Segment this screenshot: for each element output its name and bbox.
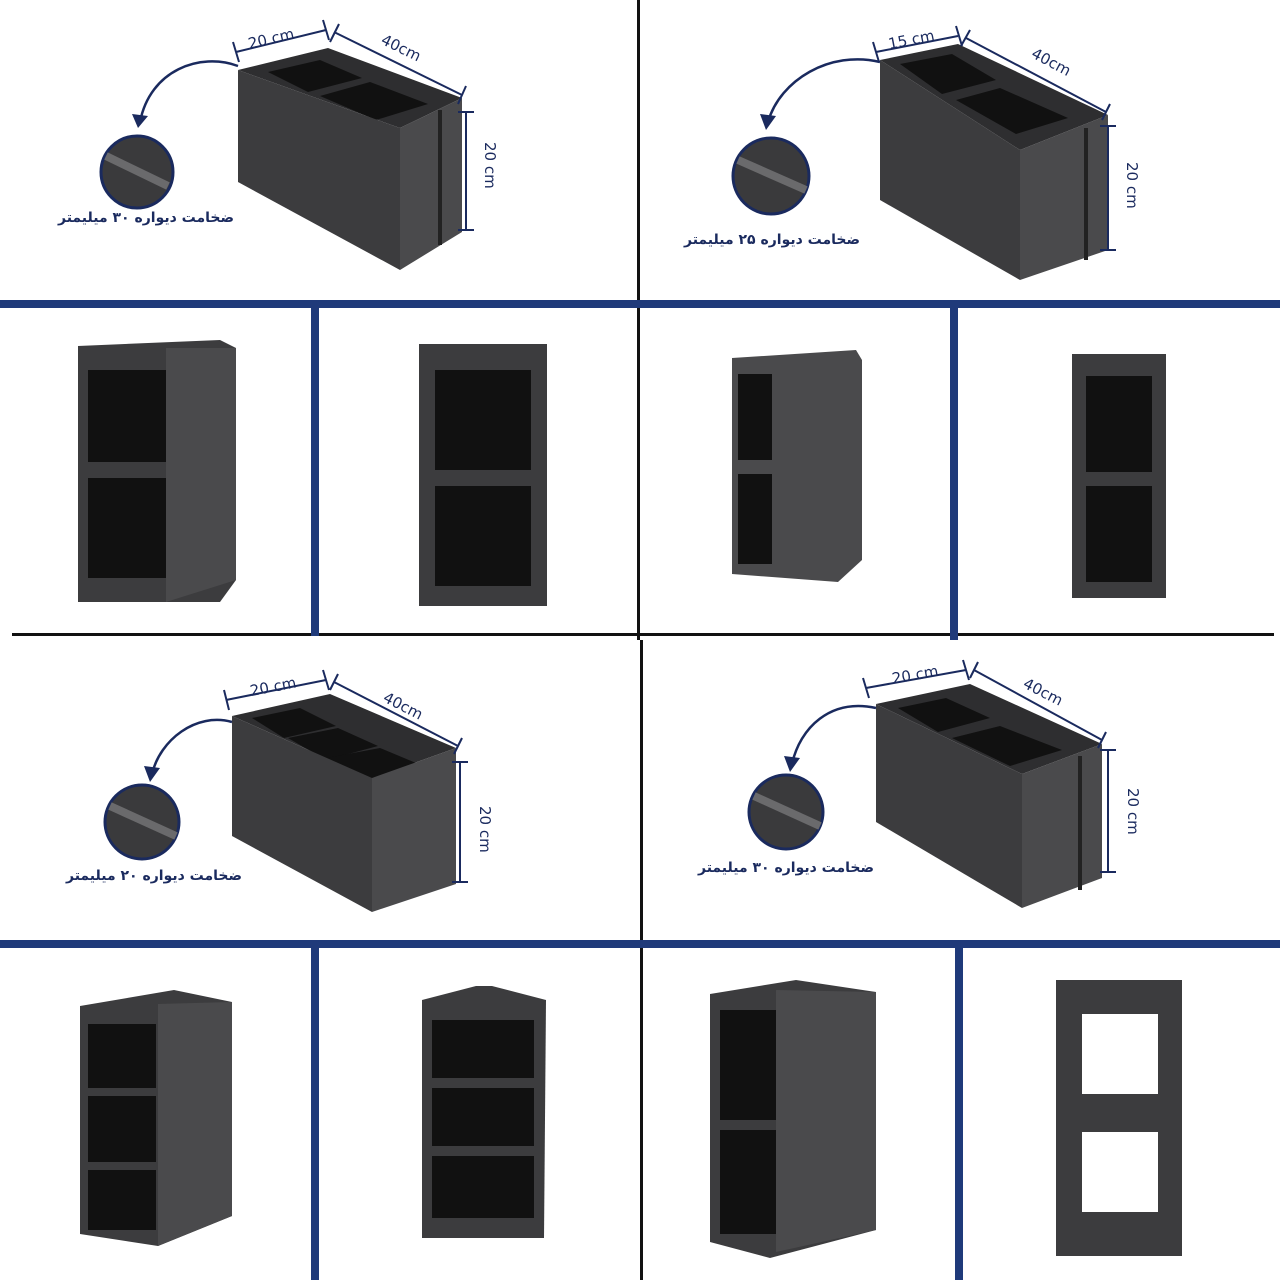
wall-thickness-caption: ضخامت دیواره ۳۰ میلیمتر (698, 860, 875, 876)
dimension-line-width (865, 669, 967, 689)
dimension-tick (232, 41, 240, 63)
upright-block-view-4 (1072, 354, 1166, 598)
dimension-tick (955, 25, 963, 47)
wall-thickness-caption: ضخامت دیواره ۳۰ میلیمتر (58, 210, 235, 226)
dimension-tick (962, 659, 970, 681)
wall-thickness-caption: ضخامت دیواره ۲۰ میلیمتر (66, 868, 243, 884)
dimension-tick (1097, 731, 1107, 749)
callout-arrow (150, 718, 233, 775)
length-label: 40cm (378, 31, 424, 66)
cavity (900, 54, 996, 94)
upright-block-view-5 (80, 990, 232, 1246)
dimension-tick (457, 85, 467, 105)
dimension-tick (322, 19, 330, 41)
cavity (898, 698, 990, 732)
dimension-tick (960, 29, 971, 47)
block-front-face (876, 704, 1022, 908)
blue-divider-row3 (0, 940, 1280, 948)
cavity (320, 82, 428, 120)
center-vertical-divider-top (637, 0, 640, 640)
callout-arrow (790, 704, 877, 765)
dimension-tick (453, 737, 463, 755)
dimension-tick (329, 23, 340, 43)
upright-block-view-3 (732, 350, 862, 582)
arrow-head-icon (144, 766, 160, 782)
block-front-face (232, 716, 372, 912)
cavity (956, 88, 1068, 134)
dimension-tick (862, 677, 870, 699)
upright-block-view-1 (78, 340, 236, 602)
cavity (952, 726, 1062, 766)
height-label: 20 cm (1123, 162, 1141, 209)
zoom-wall-edge (736, 156, 808, 194)
zoom-wall-edge (108, 802, 178, 840)
black-divider-middle (12, 633, 1274, 636)
dimension-line-length (965, 37, 1107, 113)
dimension-line-width (225, 679, 327, 701)
width-label: 20 cm (248, 673, 297, 700)
block-diagram-top-right: 15 cm 40cm 20 cm (731, 25, 1141, 280)
arrow-head-icon (760, 114, 776, 130)
dimension-line-length (333, 681, 459, 747)
cavity (288, 728, 378, 760)
height-label: 20 cm (1124, 788, 1142, 835)
dimension-tick (322, 669, 330, 691)
blue-divider-row1 (0, 300, 1280, 308)
height-label: 20 cm (476, 806, 494, 853)
height-label: 20 cm (481, 142, 499, 189)
blue-vertical-divider-1 (311, 304, 319, 636)
center-vertical-divider-bottom (640, 640, 643, 1280)
block-side-face (400, 98, 462, 270)
dimension-tick (969, 661, 979, 679)
blue-vertical-divider-3 (311, 944, 319, 1280)
block-diagram-top-left: 20 cm 40cm 20 cm (99, 19, 499, 270)
zoom-wall-edge (752, 792, 822, 830)
width-label: 20 cm (891, 662, 940, 688)
upright-block-view-2 (419, 344, 547, 606)
width-label: 15 cm (887, 26, 936, 53)
arrow-head-icon (784, 756, 800, 772)
blue-vertical-divider-2 (950, 304, 958, 640)
block-side-face (372, 748, 456, 912)
wall-thickness-caption: ضخامت دیواره ۲۵ میلیمتر (684, 232, 861, 248)
blue-vertical-divider-4 (955, 944, 963, 1280)
arrow-head-icon (132, 114, 148, 128)
dimension-line-width (235, 29, 327, 53)
length-label: 40cm (1020, 674, 1066, 709)
block-front-face (238, 70, 400, 270)
zoom-wall-edge (104, 152, 170, 190)
upright-block-view-7 (710, 980, 876, 1258)
block-diagram-bottom-right: 20 cm 40cm 20 cm (747, 659, 1142, 908)
cavity (268, 60, 362, 92)
dimension-tick (872, 41, 880, 63)
dimension-tick (329, 673, 339, 691)
dimension-line-length (333, 31, 463, 96)
block-front-face (880, 60, 1020, 280)
upright-block-view-8 (1056, 980, 1182, 1256)
cavity (252, 708, 336, 738)
upright-block-view-6 (422, 986, 546, 1238)
dimension-line-width (875, 35, 959, 53)
callout-arrow (766, 58, 881, 123)
width-label: 20 cm (246, 25, 296, 53)
block-diagram-bottom-left: 20 cm 40cm 20 cm (103, 669, 494, 912)
callout-arrow (138, 60, 239, 123)
dimension-tick (223, 689, 230, 711)
dimension-line-length (973, 669, 1103, 741)
dimension-tick (1101, 103, 1111, 121)
